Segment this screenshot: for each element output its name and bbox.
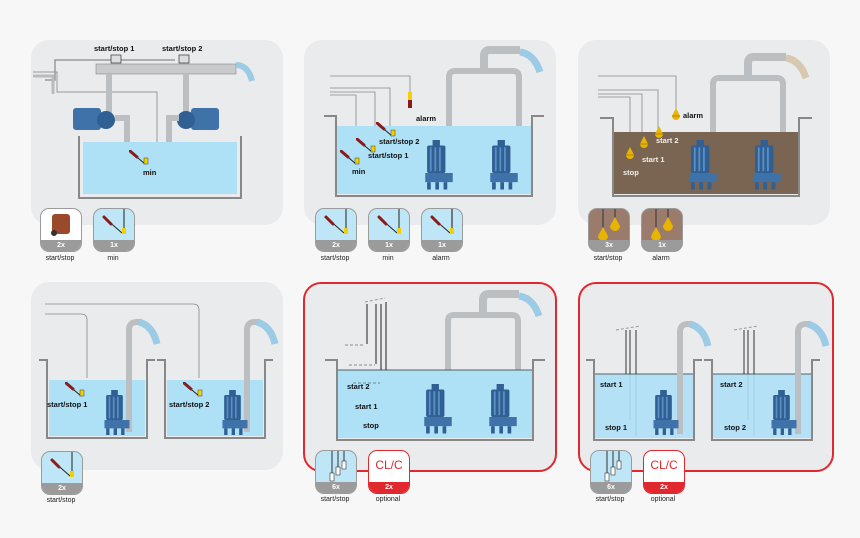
badge-count: 6x (591, 482, 631, 493)
badge-caption: start/stop (320, 255, 350, 262)
diagram-submersible-sewage (598, 53, 812, 197)
badge-count: 1x (369, 240, 409, 251)
label: start 2 (720, 380, 743, 389)
diagram-surface-pumps (33, 54, 255, 199)
panel-two-tanks-float: start/stop 1 start/stop 2 (31, 282, 283, 470)
badge-count: 2x (369, 482, 409, 493)
float-switch-icon (102, 209, 126, 234)
badge-count: 2x (316, 240, 356, 251)
diagram-submersible-clean (324, 46, 544, 197)
label: stop (623, 168, 639, 177)
float-switch-icon (324, 209, 348, 234)
diagram-two-tanks-electrodes (586, 320, 830, 441)
bulb-float-icon (598, 209, 620, 241)
diagram-two-tanks-float (39, 303, 279, 439)
badge-caption: alarm (432, 255, 450, 262)
electrode-probe-icon (329, 451, 347, 482)
label: alarm (416, 114, 437, 123)
badge-bulb-float: 3x (588, 208, 630, 252)
badge-clc-controller: CL/C 2x (643, 450, 685, 494)
label: start/stop 1 (94, 44, 135, 53)
badge-electrode-probe: 6x (315, 450, 357, 494)
badge-bulb-float: 1x (641, 208, 683, 252)
diagram-submersible-electrodes (325, 290, 545, 441)
clc-controller-icon: CL/C (650, 458, 678, 472)
label: alarm (683, 111, 704, 120)
pressure-switch-icon (178, 54, 190, 64)
badge-float-switch: 2x (41, 451, 83, 495)
badge-electrode-probe: 6x (590, 450, 632, 494)
surface-pump-icon (177, 108, 219, 130)
badge-float-switch: 1x (93, 208, 135, 252)
panel-submersible-duplex-electrodes: start 2 start 1 stop (303, 282, 557, 472)
badge-caption: start/stop (593, 255, 623, 262)
label: min (143, 168, 157, 177)
badge-count: 2x (42, 483, 82, 494)
electrode-probe-icon (604, 451, 622, 482)
badge-caption: start/stop (320, 496, 350, 503)
badge-count: 3x (589, 240, 629, 251)
badge-caption: start/stop (595, 496, 625, 503)
badge-count: 2x (644, 482, 684, 493)
badge-caption: min (382, 255, 394, 262)
label: start/stop 2 (169, 400, 210, 409)
label: start 1 (600, 380, 623, 389)
bulb-float-icon (651, 209, 673, 241)
badge-count: 1x (422, 240, 462, 251)
badge-float-switch: 1x (368, 208, 410, 252)
label: start/stop 2 (379, 137, 420, 146)
label: start 1 (355, 402, 378, 411)
float-switch-icon (50, 452, 74, 477)
badge-caption: optional (650, 496, 676, 503)
label: start 2 (656, 136, 679, 145)
float-switch-icon (377, 209, 401, 234)
surface-pump-icon (73, 108, 115, 130)
clc-controller-icon: CL/C (375, 458, 403, 472)
pressure-switch-icon (110, 54, 122, 64)
label: start/stop 1 (368, 151, 409, 160)
label: stop (363, 421, 379, 430)
badge-caption: start/stop (45, 255, 75, 262)
label: start/stop 2 (162, 44, 203, 53)
bulb-float-icon (671, 108, 681, 120)
label: start 2 (347, 382, 370, 391)
badge-caption: min (107, 255, 119, 262)
label: stop 2 (724, 423, 747, 432)
panel-two-tanks-electrodes: start 1 stop 1 start 2 stop 2 (578, 282, 834, 472)
badge-float-switch: 1x (421, 208, 463, 252)
badge-count: 1x (94, 240, 134, 251)
badge-count: 1x (642, 240, 682, 251)
panel-submersible-duplex-sewage: alarm start 2 start 1 stop (578, 40, 830, 225)
pressure-switch-icon (51, 214, 70, 236)
label: min (352, 167, 366, 176)
badge-caption: alarm (652, 255, 670, 262)
label: start/stop 1 (47, 400, 88, 409)
badge-caption: start/stop (46, 497, 76, 504)
badge-count: 6x (316, 482, 356, 493)
float-switch-icon (430, 209, 454, 234)
badge-count: 2x (41, 240, 81, 251)
label: start 1 (642, 155, 665, 164)
badge-clc-controller: CL/C 2x (368, 450, 410, 494)
badge-pressure-switch: 2x (40, 208, 82, 252)
panel-surface-pumps-booster: start/stop 1 start/stop 2 min (31, 40, 283, 225)
label: stop 1 (605, 423, 628, 432)
badge-caption: optional (375, 496, 401, 503)
panel-submersible-duplex-clean: alarm start/stop 2 start/stop 1 min (304, 40, 556, 225)
badge-float-switch: 2x (315, 208, 357, 252)
